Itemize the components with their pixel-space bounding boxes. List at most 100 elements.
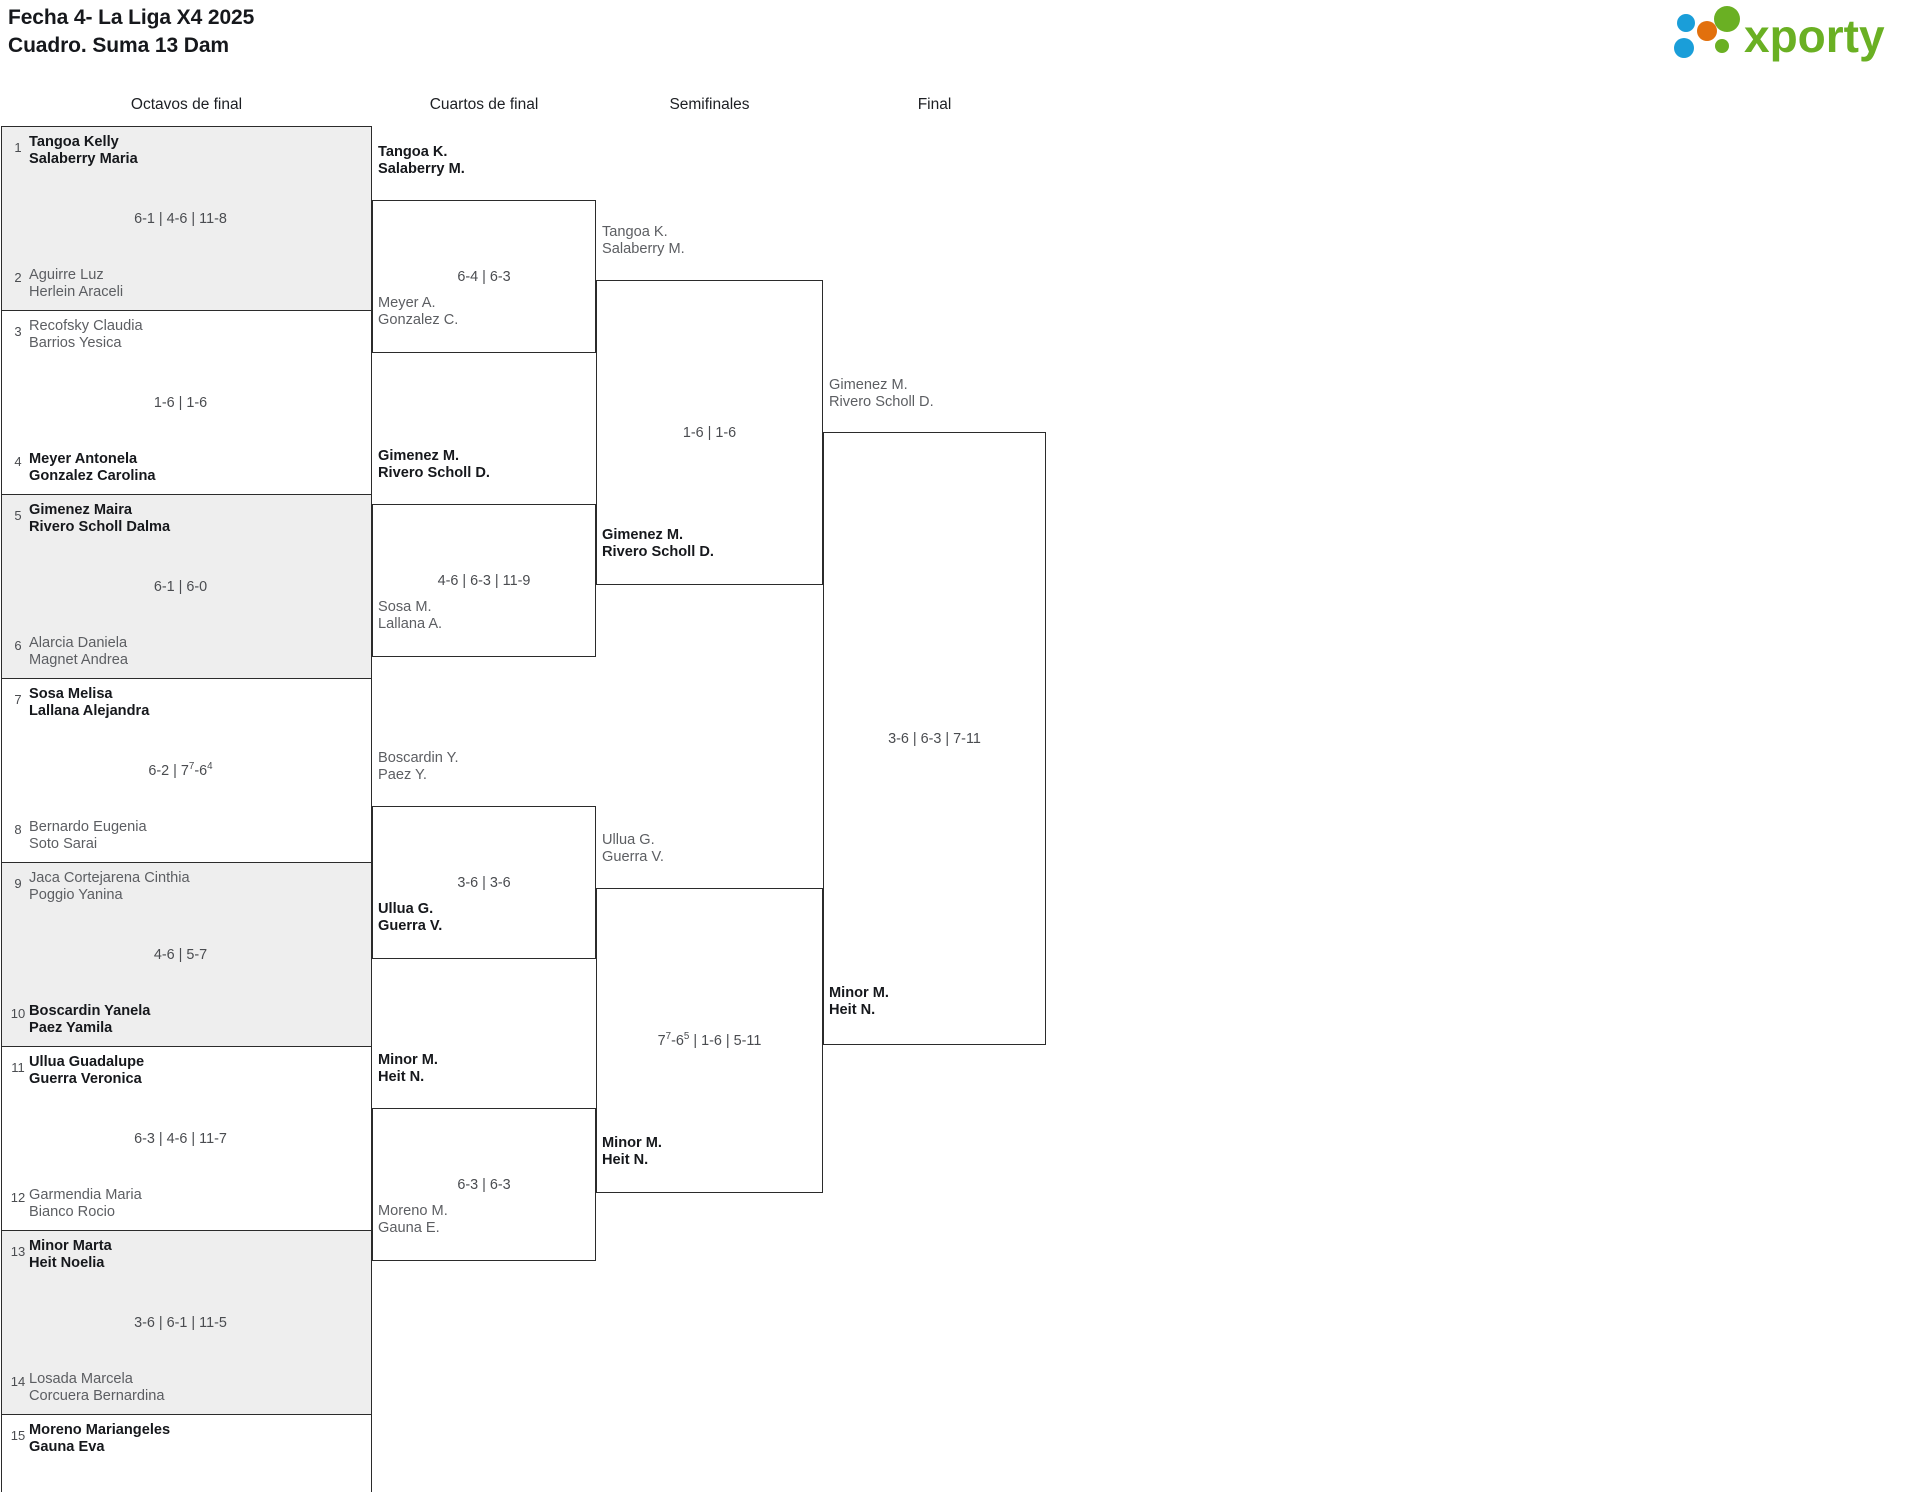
r1-match-6[interactable]: 11 Ullua Guadalupe Guerra Veronica 6-3 |…: [2, 1047, 371, 1231]
player-name: Minor M.: [602, 1135, 662, 1151]
player-name: Ullua Guadalupe: [29, 1054, 145, 1070]
r2-team-4-bottom: Moreno M. Gauna E.: [378, 1203, 448, 1237]
player-name: Corcuera Bernardina: [29, 1388, 165, 1405]
player-name: Aguirre Luz: [29, 267, 104, 284]
r3-team-2-bottom: Minor M. Heit N.: [602, 1135, 662, 1169]
r1-team-bottom: Alarcia Daniela Magnet Andrea: [29, 635, 128, 669]
r1-match-4[interactable]: 7 Sosa Melisa Lallana Alejandra 6-2 | 77…: [2, 679, 371, 863]
player-name: Rivero Scholl D.: [602, 543, 714, 560]
player-name: Minor M.: [829, 985, 889, 1001]
r3-match-1-box[interactable]: 1-6 | 1-6: [596, 280, 823, 585]
round-header-octavos: Octavos de final: [130, 96, 243, 113]
seed-number: 15: [10, 1428, 26, 1443]
r1-team-bottom: Bernardo Eugenia Soto Sarai: [29, 819, 147, 853]
player-name: Heit N.: [378, 1068, 425, 1085]
r2-team-1-top: Tangoa K. Salaberry M.: [378, 144, 465, 178]
player-name: Soto Sarai: [29, 836, 98, 853]
player-name: Gonzalez C.: [378, 311, 459, 328]
r1-match-8[interactable]: 15 Moreno Mariangeles Gauna Eva 6-4 | 6-…: [2, 1415, 371, 1492]
seed-number: 9: [14, 876, 22, 891]
match-score: 3-6 | 6-1 | 11-5: [134, 1314, 227, 1331]
r1-team-bottom: Boscardin Yanela Paez Yamila: [29, 1003, 150, 1037]
player-name: Guerra Veronica: [29, 1070, 142, 1087]
r2-team-1-bottom: Meyer A. Gonzalez C.: [378, 295, 458, 329]
r1-match-3[interactable]: 5 Gimenez Maira Rivero Scholl Dalma 6-1 …: [2, 495, 371, 679]
player-name: Meyer Antonela: [29, 451, 138, 468]
r2-match-2-box[interactable]: 4-6 | 6-3 | 11-9: [372, 504, 596, 657]
player-name: Lallana A.: [378, 615, 443, 632]
seed-number: 10: [10, 1006, 26, 1021]
r4-team-top: Gimenez M. Rivero Scholl D.: [829, 377, 934, 411]
r2-team-2-bottom: Sosa M. Lallana A.: [378, 599, 442, 633]
player-name: Guerra V.: [602, 848, 664, 865]
match-score: 6-1 | 4-6 | 11-8: [134, 210, 227, 227]
r2-match-1-box[interactable]: 6-4 | 6-3: [372, 200, 596, 353]
r1-team-bottom: Losada Marcela Corcuera Bernardina: [29, 1371, 164, 1405]
player-name: Boscardin Y.: [378, 750, 459, 766]
seed-number: 12: [10, 1190, 26, 1205]
player-name: Gauna Eva: [29, 1438, 105, 1455]
player-name: Gimenez M.: [829, 377, 908, 393]
player-name: Paez Yamila: [29, 1020, 113, 1037]
r3-match-2-box[interactable]: 77-65 | 1-6 | 5-11: [596, 888, 823, 1193]
seed-number: 7: [14, 692, 22, 707]
seed-number: 14: [10, 1374, 26, 1389]
seed-number: 8: [14, 822, 22, 837]
player-name: Meyer A.: [378, 295, 436, 311]
r2-team-3-top: Boscardin Y. Paez Y.: [378, 750, 459, 784]
player-name: Rivero Scholl D.: [378, 464, 490, 481]
match-score: 6-3 | 6-3: [457, 1176, 511, 1193]
round-header-final: Final: [917, 96, 952, 113]
match-score: 6-3 | 4-6 | 11-7: [134, 1130, 227, 1147]
logo-dot-green-big: [1714, 6, 1740, 32]
player-name: Rivero Scholl D.: [829, 393, 934, 410]
seed-number: 2: [14, 270, 22, 285]
match-score: 6-4 | 6-3: [457, 268, 511, 285]
player-name: Poggio Yanina: [29, 886, 123, 903]
r1-team-top: Minor Marta Heit Noelia: [29, 1238, 112, 1272]
r4-team-bottom: Minor M. Heit N.: [829, 985, 889, 1019]
xporty-logo: xporty: [1674, 6, 1885, 62]
player-name: Recofsky Claudia: [29, 318, 143, 334]
match-score: 4-6 | 6-3 | 11-9: [437, 572, 531, 589]
r1-match-1[interactable]: 1 Tangoa Kelly Salaberry Maria 6-1 | 4-6…: [2, 127, 371, 311]
logo-dot-blue-top: [1677, 14, 1695, 32]
player-name: Gimenez M.: [378, 448, 460, 464]
seed-number: 1: [14, 140, 22, 155]
r1-match-7[interactable]: 13 Minor Marta Heit Noelia 3-6 | 6-1 | 1…: [2, 1231, 371, 1415]
player-name: Magnet Andrea: [29, 652, 128, 669]
player-name: Losada Marcela: [29, 1371, 133, 1388]
r1-team-bottom: Garmendia Maria Bianco Rocio: [29, 1187, 142, 1221]
seed-number: 3: [14, 324, 22, 339]
player-name: Paez Y.: [378, 766, 427, 783]
player-name: Tangoa K.: [602, 224, 668, 240]
player-name: Salaberry M.: [602, 240, 685, 257]
r2-match-4-box[interactable]: 6-3 | 6-3: [372, 1108, 596, 1261]
r1-team-top: Recofsky Claudia Barrios Yesica: [29, 318, 143, 352]
player-name: Lallana Alejandra: [29, 702, 150, 719]
r1-team-bottom: Meyer Antonela Gonzalez Carolina: [29, 451, 156, 485]
player-name: Sosa Melisa: [29, 686, 113, 702]
r2-match-3-box[interactable]: 3-6 | 3-6: [372, 806, 596, 959]
player-name: Salaberry Maria: [29, 150, 138, 167]
r1-match-2[interactable]: 3 Recofsky Claudia Barrios Yesica 1-6 | …: [2, 311, 371, 495]
player-name: Sosa M.: [378, 599, 432, 615]
r2-team-3-bottom: Ullua G. Guerra V.: [378, 901, 442, 935]
r1-team-top: Moreno Mariangeles Gauna Eva: [29, 1422, 170, 1456]
title-line-2: Cuadro. Suma 13 Dam: [8, 33, 229, 57]
r2-team-4-top: Minor M. Heit N.: [378, 1052, 438, 1086]
player-name: Bianco Rocio: [29, 1204, 115, 1221]
player-name: Gimenez M.: [602, 527, 684, 543]
r1-team-top: Tangoa Kelly Salaberry Maria: [29, 134, 138, 168]
player-name: Garmendia Maria: [29, 1187, 142, 1204]
player-name: Herlein Araceli: [29, 284, 124, 301]
r3-team-1-top: Tangoa K. Salaberry M.: [602, 224, 685, 258]
r1-match-5[interactable]: 9 Jaca Cortejarena Cinthia Poggio Yanina…: [2, 863, 371, 1047]
match-score: 3-6 | 3-6: [457, 874, 511, 891]
player-name: Tangoa Kelly: [29, 134, 119, 150]
match-score: 6-2 | 77-64: [148, 760, 213, 779]
r4-match-box[interactable]: 3-6 | 6-3 | 7-11: [823, 432, 1046, 1045]
player-name: Barrios Yesica: [29, 334, 122, 351]
player-name: Minor M.: [378, 1052, 438, 1068]
